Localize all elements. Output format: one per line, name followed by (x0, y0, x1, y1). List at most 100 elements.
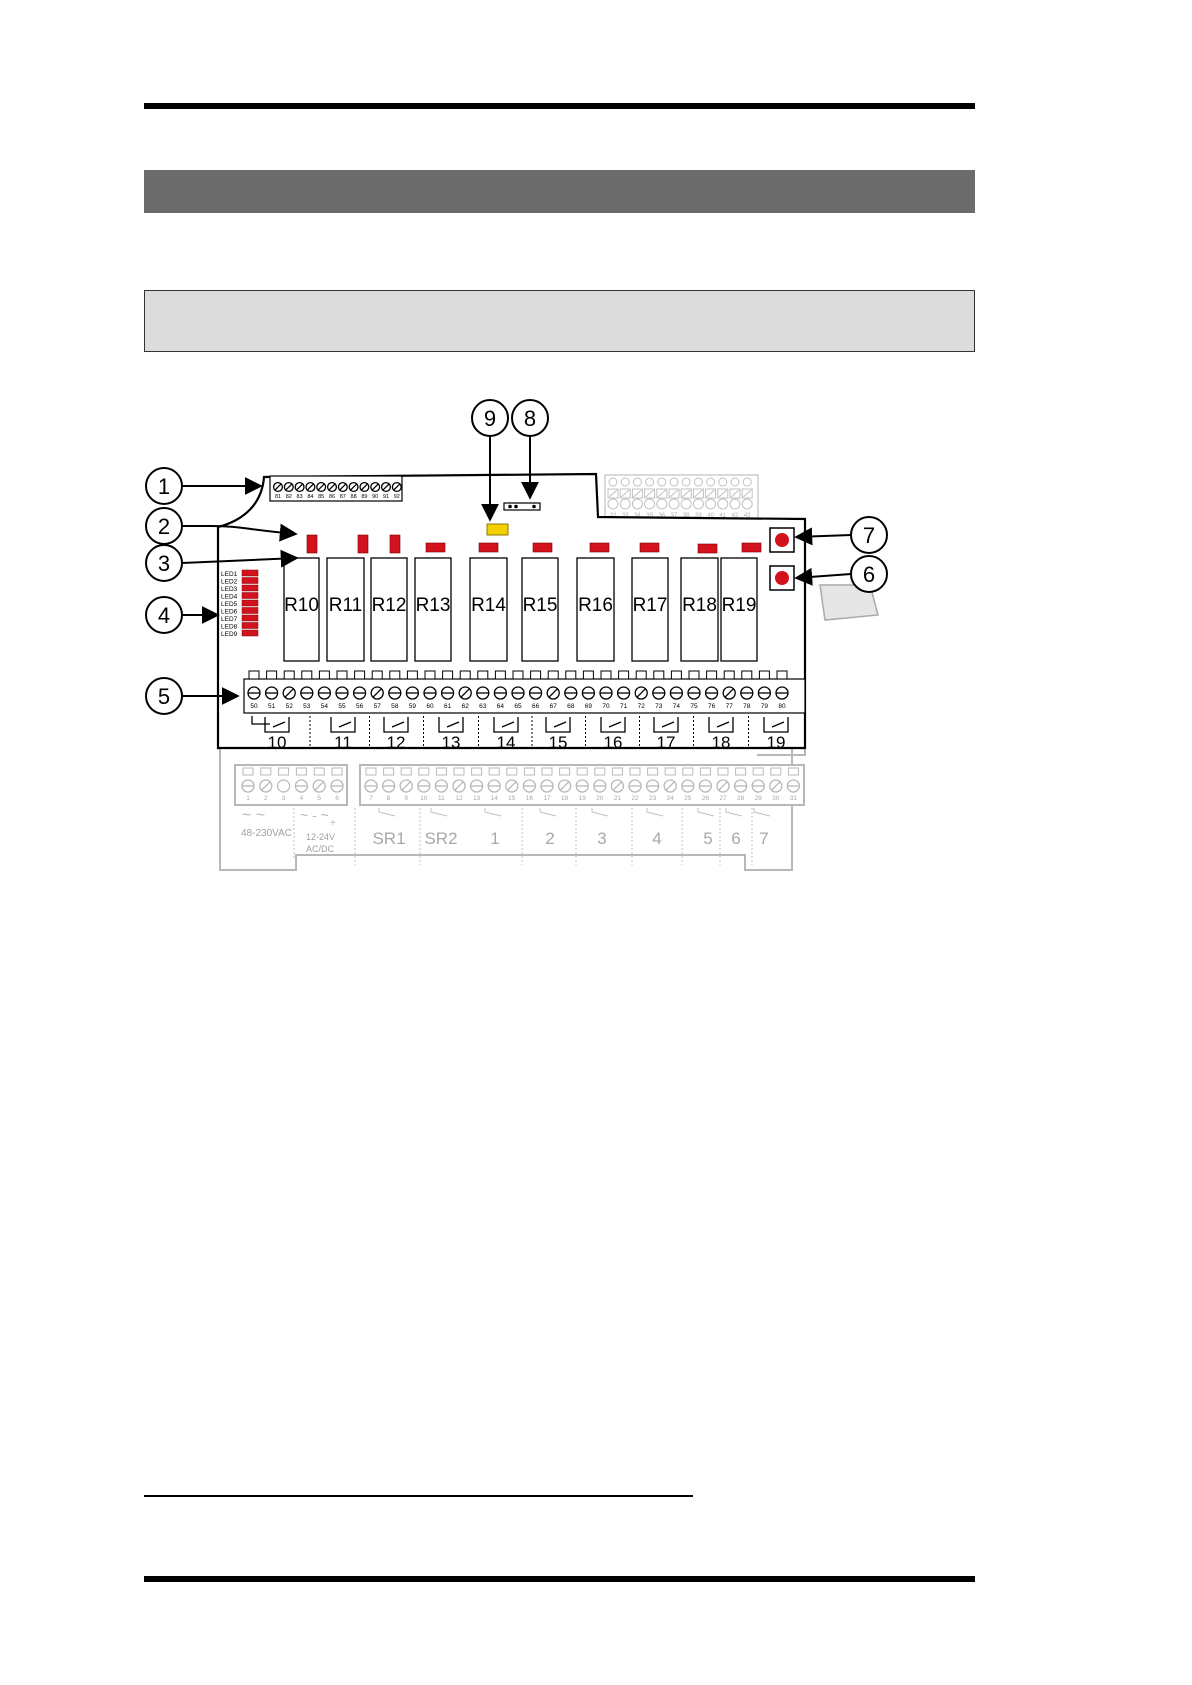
group-bracket (251, 716, 270, 725)
lower-contact-symbol (484, 808, 502, 817)
relay-indicator-leds (306, 534, 762, 554)
terminal-latch (582, 670, 594, 680)
screw-slot (360, 483, 368, 491)
screw-slot (718, 781, 728, 791)
lower-terminal-number: 20 (596, 795, 604, 802)
lower-contact-symbol (646, 808, 664, 817)
relay-label: R15 (523, 595, 558, 616)
terminal-number: 61 (444, 703, 452, 710)
relay-led (389, 534, 401, 554)
right-terminal-pin (632, 477, 642, 487)
relay-led (697, 543, 718, 554)
lower-terminal-number: 29 (755, 795, 763, 802)
ac-supply-label: 48-230VAC (241, 828, 292, 839)
relay-led (639, 542, 660, 553)
terminal-number: 55 (338, 703, 346, 710)
led-indicator (241, 584, 259, 592)
screw-slot (612, 781, 623, 791)
callout-number: 8 (524, 406, 536, 431)
relay-led (425, 542, 446, 553)
screw-slot (261, 781, 271, 791)
right-terminal-clamp (680, 488, 692, 499)
top-terminal-number: 91 (383, 494, 389, 500)
led-label: LED6 (221, 609, 238, 616)
lower-terminal-latch (717, 767, 729, 776)
terminal-latch (371, 670, 383, 680)
callout-number: 6 (863, 562, 875, 587)
lower-terminal-number: 28 (737, 795, 745, 802)
led-label: LED8 (221, 624, 238, 631)
right-terminal-slot (657, 489, 667, 498)
lower-terminal-latch (400, 767, 412, 776)
button-7 (775, 533, 789, 547)
terminal-latch (600, 670, 612, 680)
lower-terminal-number: 1 (246, 795, 250, 802)
screw-slot (284, 688, 294, 698)
right-terminal-clamp (729, 488, 741, 499)
terminal-latch (741, 670, 753, 680)
terminal-number: 60 (426, 703, 434, 710)
right-terminal-slot (608, 489, 618, 498)
relay-r16 (576, 557, 615, 662)
lower-terminal-latch (278, 767, 290, 776)
callout-arrow (794, 527, 852, 546)
relay-label: R19 (722, 595, 757, 616)
top-terminal-number: 85 (318, 494, 324, 500)
screw-slot (401, 781, 411, 791)
relay-contact-symbol (763, 717, 789, 733)
jumper-pin (514, 504, 518, 509)
terminal-number: 56 (356, 703, 364, 710)
led-label: LED7 (221, 616, 238, 623)
lower-terminal-latch (471, 767, 483, 776)
terminal-number: 78 (743, 703, 751, 710)
relay-r14 (469, 557, 508, 662)
lower-group-label: 2 (545, 829, 554, 848)
lower-terminal-latch (313, 767, 325, 776)
right-terminal-number: 42 (732, 513, 739, 519)
terminal-number: 54 (321, 703, 329, 710)
lower-terminal-number: 4 (300, 795, 304, 802)
terminal-number: 67 (550, 703, 558, 710)
right-terminal-slot (742, 489, 752, 498)
callout-number: 5 (158, 684, 170, 709)
screw-slot (285, 483, 293, 491)
lower-terminal-number: 5 (317, 795, 321, 802)
screw-slot (507, 781, 517, 791)
led-label: LED2 (221, 579, 238, 586)
terminal-latch (424, 670, 436, 680)
right-terminal-pin (669, 477, 679, 487)
terminal-latch (283, 670, 295, 680)
relay-group-label: 17 (657, 733, 676, 752)
lower-base-board (219, 610, 806, 871)
lower-terminal-number: 19 (579, 795, 587, 802)
terminal-number: 68 (567, 703, 575, 710)
right-terminal-number: 41 (719, 513, 726, 519)
terminal-latch (494, 670, 506, 680)
right-terminal-number: 38 (683, 513, 690, 519)
right-terminal-number: 43 (744, 513, 751, 519)
relay-group-label: 18 (712, 733, 731, 752)
relay-group-label: 10 (268, 733, 287, 752)
right-terminal-hole (631, 498, 643, 510)
right-terminal-slot (633, 489, 642, 498)
right-terminal-slot (645, 489, 654, 498)
button-6 (775, 571, 789, 585)
relay-label: R11 (329, 595, 362, 616)
right-terminal-pin (706, 477, 716, 487)
right-terminal-slot (718, 489, 728, 498)
right-terminal-number: 33 (622, 513, 629, 519)
screw-slot (339, 483, 347, 491)
lower-terminal-latch (331, 767, 343, 776)
relay-group-label: 14 (497, 733, 516, 752)
lower-terminal-latch (682, 767, 694, 776)
callout-arrow (794, 567, 852, 586)
right-terminal-hole (668, 498, 680, 510)
terminal-number: 52 (286, 703, 294, 710)
lower-terminal-number: 22 (631, 795, 639, 802)
